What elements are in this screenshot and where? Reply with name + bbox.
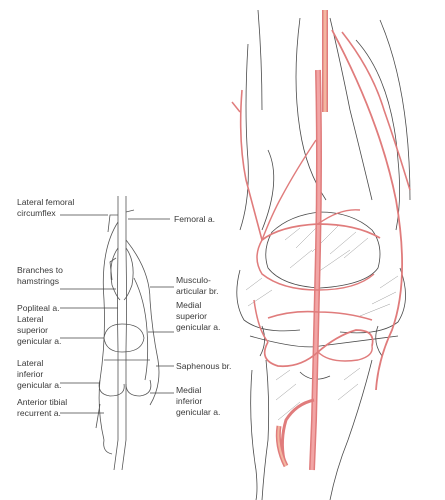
label-lateral-superior-genicular-a: Lateral superior genicular a. [17,314,61,346]
anterior-tibial-recurrent-artery [280,398,315,461]
label-femoral-a: Femoral a. [174,214,215,224]
leader-lines [60,214,174,414]
label-saphenous-br: Saphenous br. [176,361,231,371]
label-lateral-inferior-genicular-a: Lateral inferior genicular a. [17,358,61,390]
schematic-diagram [95,196,160,471]
arteries [231,10,411,471]
saphenous-branch [331,29,404,391]
label-medial-superior-genicular-a: Medial superior genicular a. [176,300,220,332]
label-popliteal-a: Popliteal a. [17,303,60,313]
lateral-femoral-circumflex-branch [239,89,263,241]
label-anterior-tibial-recurrent-a: Anterior tibial recurrent a. [17,397,70,418]
label-branches-to-hamstrings: Branches to hamstrings [17,265,65,286]
label-musculo-articular-br: Musculo- articular br. [176,275,219,296]
label-medial-inferior-genicular-a: Medial inferior genicular a. [176,385,220,417]
anatomical-illustration [236,9,411,500]
annotation-labels: Lateral femoral circumflex Femoral a. Br… [17,197,231,418]
label-lateral-femoral-circumflex: Lateral femoral circumflex [17,197,77,218]
